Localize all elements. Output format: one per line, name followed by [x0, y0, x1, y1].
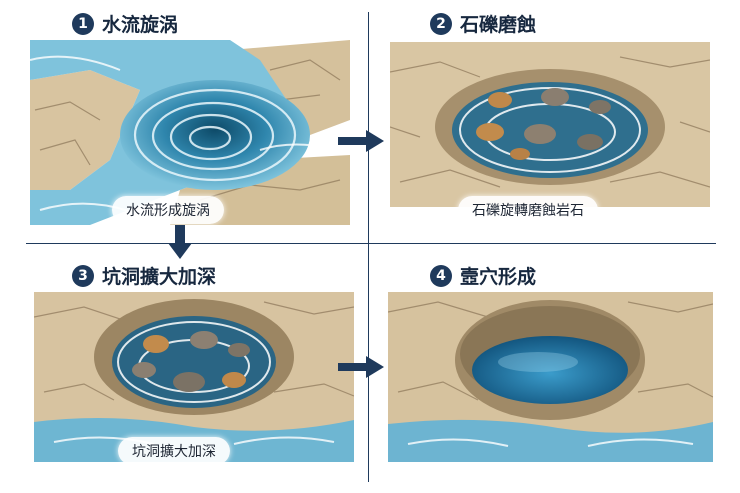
- step-3-title: 3 坑洞擴大加深: [72, 262, 216, 289]
- step-4-illustration: [388, 292, 713, 462]
- step-4-number: 4: [430, 264, 452, 287]
- step-4-title: 4 壼穴形成: [430, 262, 536, 289]
- step-2-number: 2: [430, 12, 452, 35]
- step-3-label: 坑洞擴大加深: [102, 266, 217, 288]
- step-3-caption: 坑洞擴大加深: [118, 437, 230, 465]
- right-arrow-icon: [338, 130, 384, 152]
- vertical-divider: [368, 12, 369, 482]
- step-1-number: 1: [72, 12, 94, 35]
- step-2-caption: 石礫旋轉磨蝕岩石: [458, 196, 598, 224]
- down-arrow-icon: [168, 225, 192, 259]
- step-1-title: 1 水流旋涡: [72, 10, 178, 37]
- step-1-caption: 水流形成旋涡: [112, 196, 224, 224]
- step-4-label: 壼穴形成: [460, 266, 537, 288]
- step-2-illustration: [390, 42, 710, 207]
- step-2-label: 石礫磨蝕: [460, 14, 537, 36]
- right-arrow-icon-2: [338, 356, 384, 378]
- step-3-number: 3: [72, 264, 94, 287]
- step-1-illustration: [30, 40, 350, 225]
- step-2-title: 2 石礫磨蝕: [430, 10, 536, 37]
- step-1-label: 水流旋涡: [102, 14, 179, 36]
- horizontal-divider: [26, 243, 716, 244]
